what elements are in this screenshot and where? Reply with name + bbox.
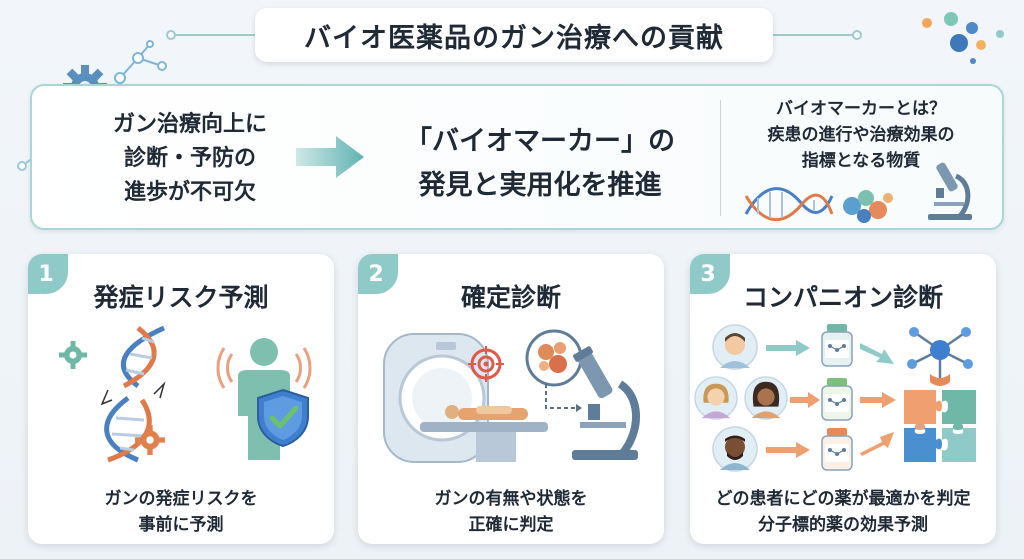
shield-check-icon [257, 388, 309, 448]
card-description: ガンの有無や状態を 正確に判定 [434, 489, 588, 535]
puzzle-icon [904, 390, 976, 462]
arrow-right-icon [860, 432, 894, 456]
patient-icon [694, 376, 738, 420]
card-description: どの患者にどの薬が最適かを判定 分子標的薬の効果予測 [715, 489, 971, 535]
decor-dot [944, 12, 958, 26]
decor-dot [950, 34, 968, 52]
card-title: 確定診断 [460, 283, 561, 312]
card-number-badge: 2 [358, 254, 398, 294]
gear-icon [135, 425, 165, 455]
cell-icon [525, 329, 583, 387]
arrow-right-icon [860, 392, 896, 408]
microscope-icon [928, 162, 972, 220]
ct-scanner-icon [383, 333, 548, 463]
dna-icon [744, 187, 834, 221]
arrow-right-icon [790, 392, 820, 408]
molecule-icon [114, 40, 167, 84]
biomarker-definition: バイオマーカーとは？ 疾患の進行や治療効果の 指標となる物質 [767, 99, 955, 171]
microscope-icon [572, 346, 640, 460]
medicine-bottle-icon [821, 378, 853, 421]
molecule-icon [907, 327, 973, 386]
banner-middle-text: 「バイオマーカー」の 発見と実用化を推進 [405, 126, 675, 201]
decor-dot [966, 22, 978, 34]
medicine-bottle-icon [821, 428, 853, 471]
banner [30, 84, 1004, 230]
card-title: コンパニオン診断 [742, 283, 943, 312]
card-number-badge: 1 [28, 254, 68, 294]
medicine-bottle-icon [821, 324, 853, 367]
arrow-right-icon [766, 442, 810, 458]
card-description: ガンの発症リスクを 事前に予測 [104, 489, 258, 535]
card-title: 発症リスク予測 [93, 283, 269, 312]
patient-icon [744, 376, 788, 420]
decor-dot [996, 30, 1004, 38]
decor-dot [976, 40, 986, 50]
card-risk-prediction: 1 発症リスク予測 ガンの発症リスクを 事前に予測 [28, 254, 334, 544]
dashed-connector [545, 384, 582, 412]
decor-dot [922, 18, 932, 28]
decor-dot [970, 58, 976, 64]
card-companion-diagnostics: 3 コンパニオン診断 どの患者にどの薬が最適かを判定 分子標的薬の効果予測 [690, 254, 996, 544]
arrow-right-icon [766, 340, 810, 356]
patient-icon [712, 324, 758, 370]
divider [720, 100, 721, 216]
arrow-right-icon [860, 343, 894, 364]
card-definitive-diagnosis: 2 確定診断 ガンの有無や状態を 正確に判定 [358, 254, 664, 544]
banner-left-text: ガン治療向上に 診断・予防の 進歩が不可欠 [112, 112, 267, 205]
molecule-icon [843, 190, 893, 223]
target-icon [468, 346, 504, 382]
arrow-right-icon [296, 136, 364, 178]
card-number-badge: 3 [690, 254, 730, 294]
patient-icon [712, 426, 758, 472]
page-title: バイオ医薬品のガン治療への貢献 [255, 8, 773, 62]
gear-icon [59, 341, 87, 369]
